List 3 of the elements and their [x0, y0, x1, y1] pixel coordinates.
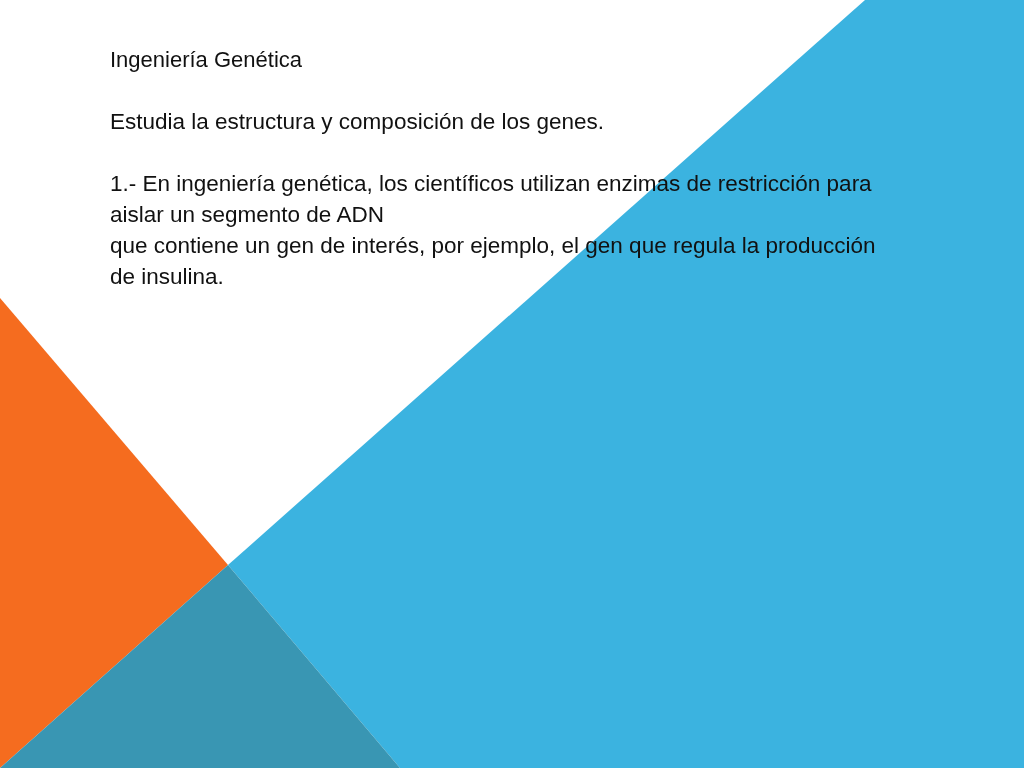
body-text: Estudia la estructura y composición de los genes.: [110, 108, 605, 136]
slide-title: Ingeniería Genética: [110, 46, 303, 74]
body-text: que contiene un gen de interés, por ejemplo, el gen que regula la producción de insulina.: [110, 232, 877, 291]
